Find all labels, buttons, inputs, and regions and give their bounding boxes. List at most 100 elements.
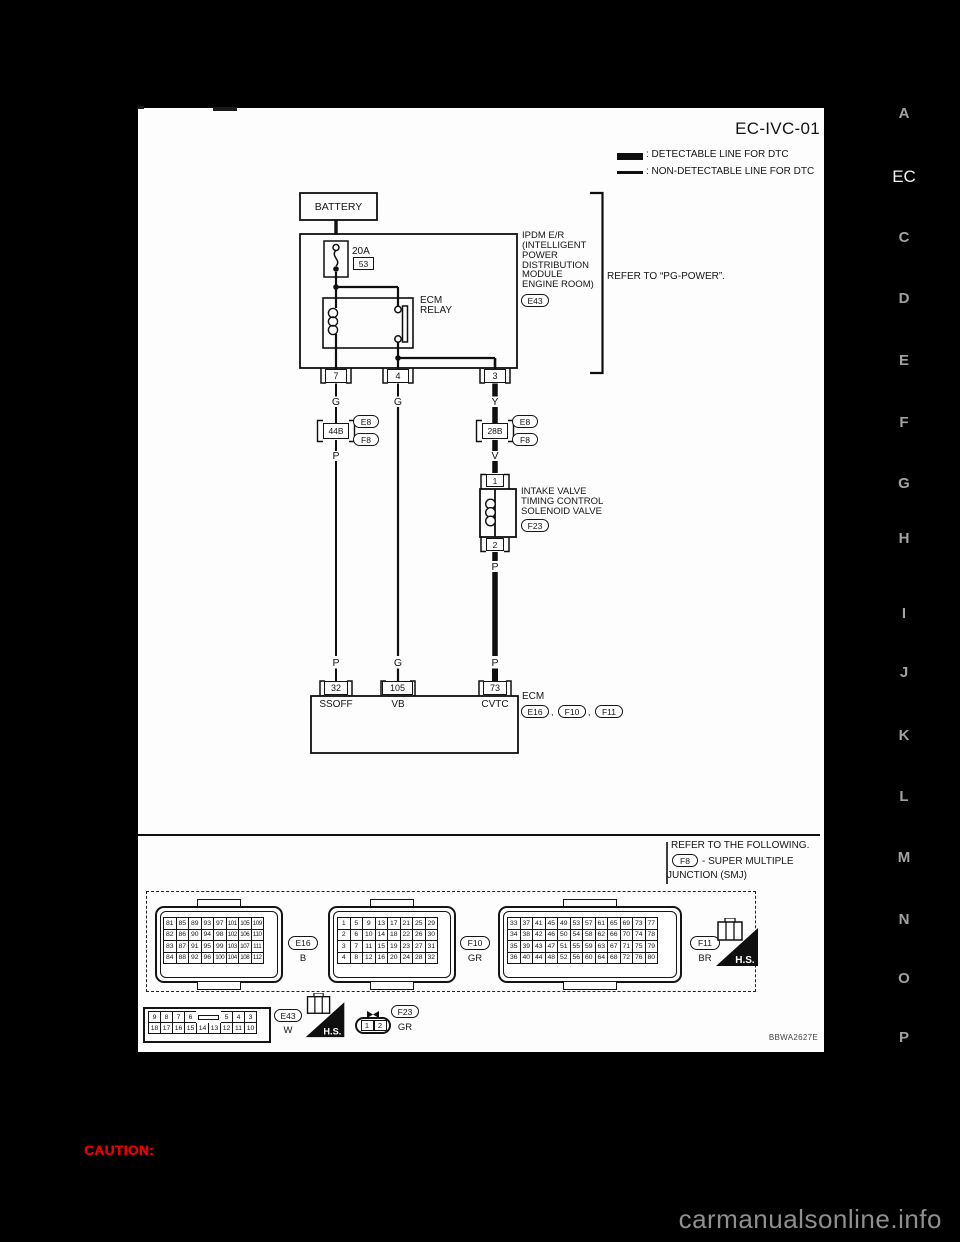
comma-separator: , [588,707,591,717]
joint-box-44b: 44B [323,423,349,439]
sidebar-tab-j: J [899,664,909,681]
pin-4: 4 [337,951,351,964]
ecm-signal-ssoff: SSOFF [319,699,353,710]
connector-badge-e8-left: E8 [353,415,379,428]
pin-96: 96 [200,951,214,964]
smj-note-line3: JUNCTION (SMJ) [667,870,747,881]
pin-36: 36 [507,951,521,964]
connector-badge-f11-detail: F11 [690,936,720,950]
wire-color-g-1: G [327,396,345,408]
page-title: EC-IVC-01 [735,119,820,138]
connector-tab [563,982,617,990]
ecm-label-cvtc: CVTC [481,699,509,710]
connector-badge-f11: F11 [595,705,623,718]
sidebar-tab-k: K [898,727,910,744]
wire-color-v: V [486,450,504,462]
sidebar-tab-g: G [898,475,910,492]
connector-tab [563,899,617,907]
connector-tab [370,982,414,990]
scan-artifact [213,107,237,111]
pin-72: 72 [619,951,633,964]
sidebar-tab-a: A [898,105,910,122]
wire-color-g-bottom: G [389,657,407,669]
pin-44: 44 [532,951,546,964]
pin-88: 88 [175,951,189,964]
connector-badge-f8-left: F8 [353,433,379,446]
connector-color-f11: BR [698,953,712,964]
solenoid-label-line1: INTAKE VALVE [521,486,587,497]
sidebar-tab-f: F [899,414,909,431]
pin-80: 80 [644,951,658,964]
ecm-terminal-73: 73 [483,681,507,695]
wire-color-y: Y [486,396,504,408]
solenoid-pin-1: 1 [486,474,504,487]
svg-text:H.S.: H.S. [735,955,755,966]
watermark: carmanualsonline.info [678,1204,942,1234]
sidebar-tab-p: P [898,1029,909,1046]
wire-color-p-1: P [327,450,345,462]
caution-heading: CAUTION: [84,1143,154,1158]
ecm-label: ECM [522,691,545,702]
pin-32: 32 [424,951,438,964]
ecm-signal-vb: VB [391,699,405,710]
pin-17: 17 [160,1022,173,1034]
pin-10: 10 [244,1022,257,1034]
pin-64: 64 [594,951,608,964]
legend-thick-line-swatch [617,153,643,160]
pin-12: 12 [362,951,376,964]
connector-badge-e16: E16 [521,705,549,718]
relay-label-line1: ECM [420,295,443,306]
diagram-code: BBWA2627E [768,1033,818,1042]
sidebar-tab-c: C [898,229,910,246]
sidebar-tab-n: N [898,911,910,928]
sidebar-tab-o: O [898,970,910,987]
smj-note-line2: - SUPER MULTIPLE [702,856,794,867]
solenoid-label-line2: TIMING CONTROL [521,496,604,507]
pin-box-4: 4 [387,369,409,383]
connector-badge-f10-detail: F10 [460,936,490,950]
solenoid-label-line3: SOLENOID VALVE [521,506,602,517]
sidebar-tab-ec: EC [892,167,916,186]
connector-badge-e43: E43 [521,294,549,307]
pin-112: 112 [250,951,264,964]
solenoid-pin-2: 2 [486,538,504,551]
joint-box-28b: 28B [482,423,508,439]
connector-tab [197,982,241,990]
connector-tab [370,899,414,907]
pin-blank [196,1011,221,1023]
ipdm-label-line6: ENGINE ROOM) [522,278,594,290]
fuse-rating-label: 20A [352,246,370,257]
pin-48: 48 [544,951,558,964]
legend-thin-line-swatch [617,171,643,174]
pin-84: 84 [163,951,177,964]
pin-76: 76 [632,951,646,964]
pin-77: 77 [644,917,658,930]
connector-badge-e43-detail: E43 [274,1009,302,1022]
f23-pin-2: 2 [373,1020,387,1031]
pin-92: 92 [188,951,202,964]
legend-detectable-label: : DETECTABLE LINE FOR DTC [646,149,789,160]
pin-108: 108 [238,951,252,964]
pg-power-note: REFER TO “PG-POWER”. [607,271,725,282]
pin-68: 68 [607,951,621,964]
pin-104: 104 [225,951,239,964]
sidebar-tab-m: M [897,849,911,866]
f23-pin-1: 1 [360,1020,374,1031]
hand-held-tester-icon: H.S. [716,918,758,966]
connector-badge-e16-detail: E16 [288,936,318,950]
legend-non-detectable-label: : NON-DETECTABLE LINE FOR DTC [646,166,815,177]
connector-badge-f23: F23 [521,519,549,532]
sidebar-tab-l: L [899,788,909,805]
pin-8: 8 [349,951,363,964]
pin-24: 24 [399,951,413,964]
connector-badge-f8-note: F8 [672,854,698,867]
pin-100: 100 [213,951,227,964]
ipdm-label-line5: MODULE [522,269,563,280]
hand-held-tester-icon: H.S. [305,993,345,1038]
wire-color-p-bottom-3: P [486,657,504,669]
pin-box-3: 3 [484,369,506,383]
pin-56: 56 [569,951,583,964]
connector-badge-f23-detail: F23 [391,1005,419,1018]
